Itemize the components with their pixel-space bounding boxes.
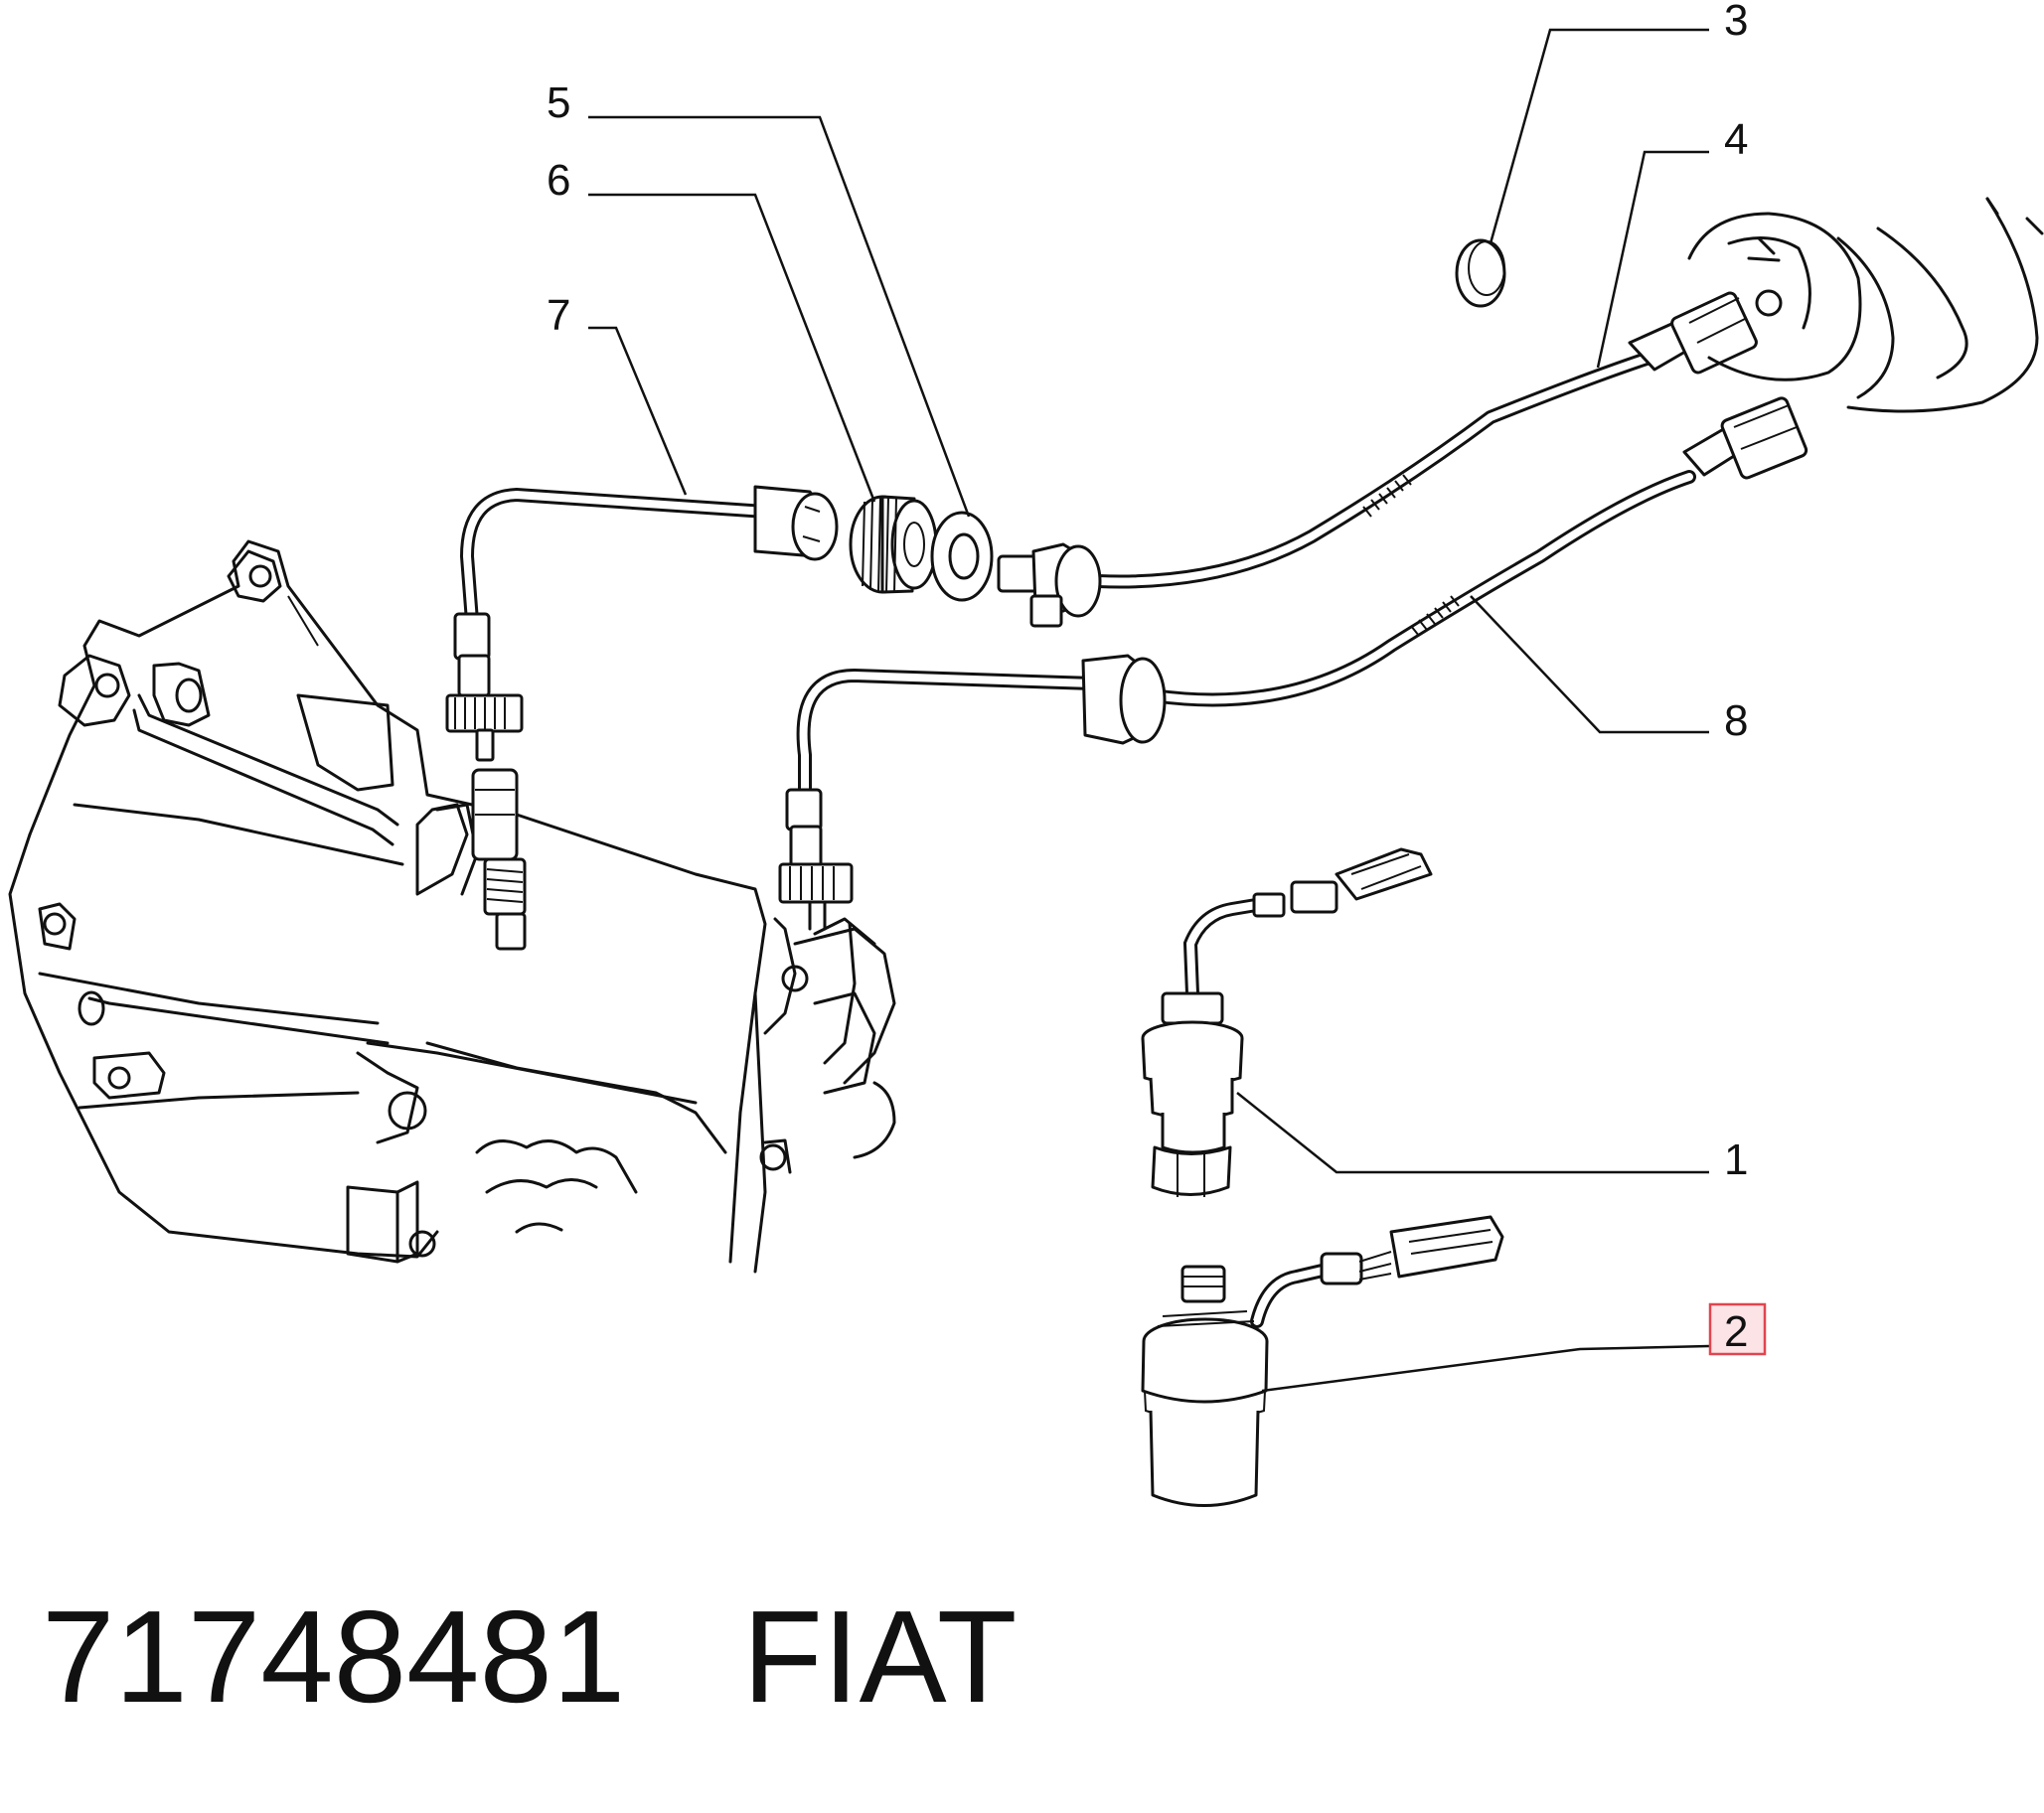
- brand-name: FIAT: [742, 1584, 1018, 1730]
- speed-sensor: [1141, 847, 1433, 1197]
- callout-3: 3: [1724, 0, 1748, 45]
- knurled-ring: [849, 495, 938, 594]
- speed-sensor-harness: [1141, 1215, 1504, 1507]
- callout-6: 6: [547, 156, 570, 205]
- callout-2-highlight: [1708, 1302, 1767, 1356]
- callout-7: 7: [547, 291, 570, 340]
- speedometer-cable-assembly: [778, 396, 1808, 931]
- part-number: 71748481: [42, 1584, 626, 1730]
- speedometer-drive-gear: [471, 768, 527, 951]
- callout-5: 5: [547, 78, 570, 127]
- callout-1: 1: [1724, 1135, 1748, 1184]
- callout-4: 4: [1724, 115, 1748, 164]
- gearbox-housing: [8, 539, 896, 1274]
- speedometer-cable-short: [445, 485, 839, 762]
- part-caption: 71748481 FIAT: [42, 1578, 1017, 1737]
- washer: [930, 511, 994, 602]
- callout-8: 8: [1724, 696, 1748, 745]
- speedometer-cable-long: [997, 291, 1758, 628]
- callout-2: 2: [1724, 1307, 1748, 1356]
- leader-lines: [588, 28, 1710, 1393]
- callout-numbers: 3 4 5 6 7 8 1 2: [547, 0, 1767, 1356]
- speedometer-head: [1687, 197, 2044, 413]
- cap-plug: [1455, 238, 1506, 308]
